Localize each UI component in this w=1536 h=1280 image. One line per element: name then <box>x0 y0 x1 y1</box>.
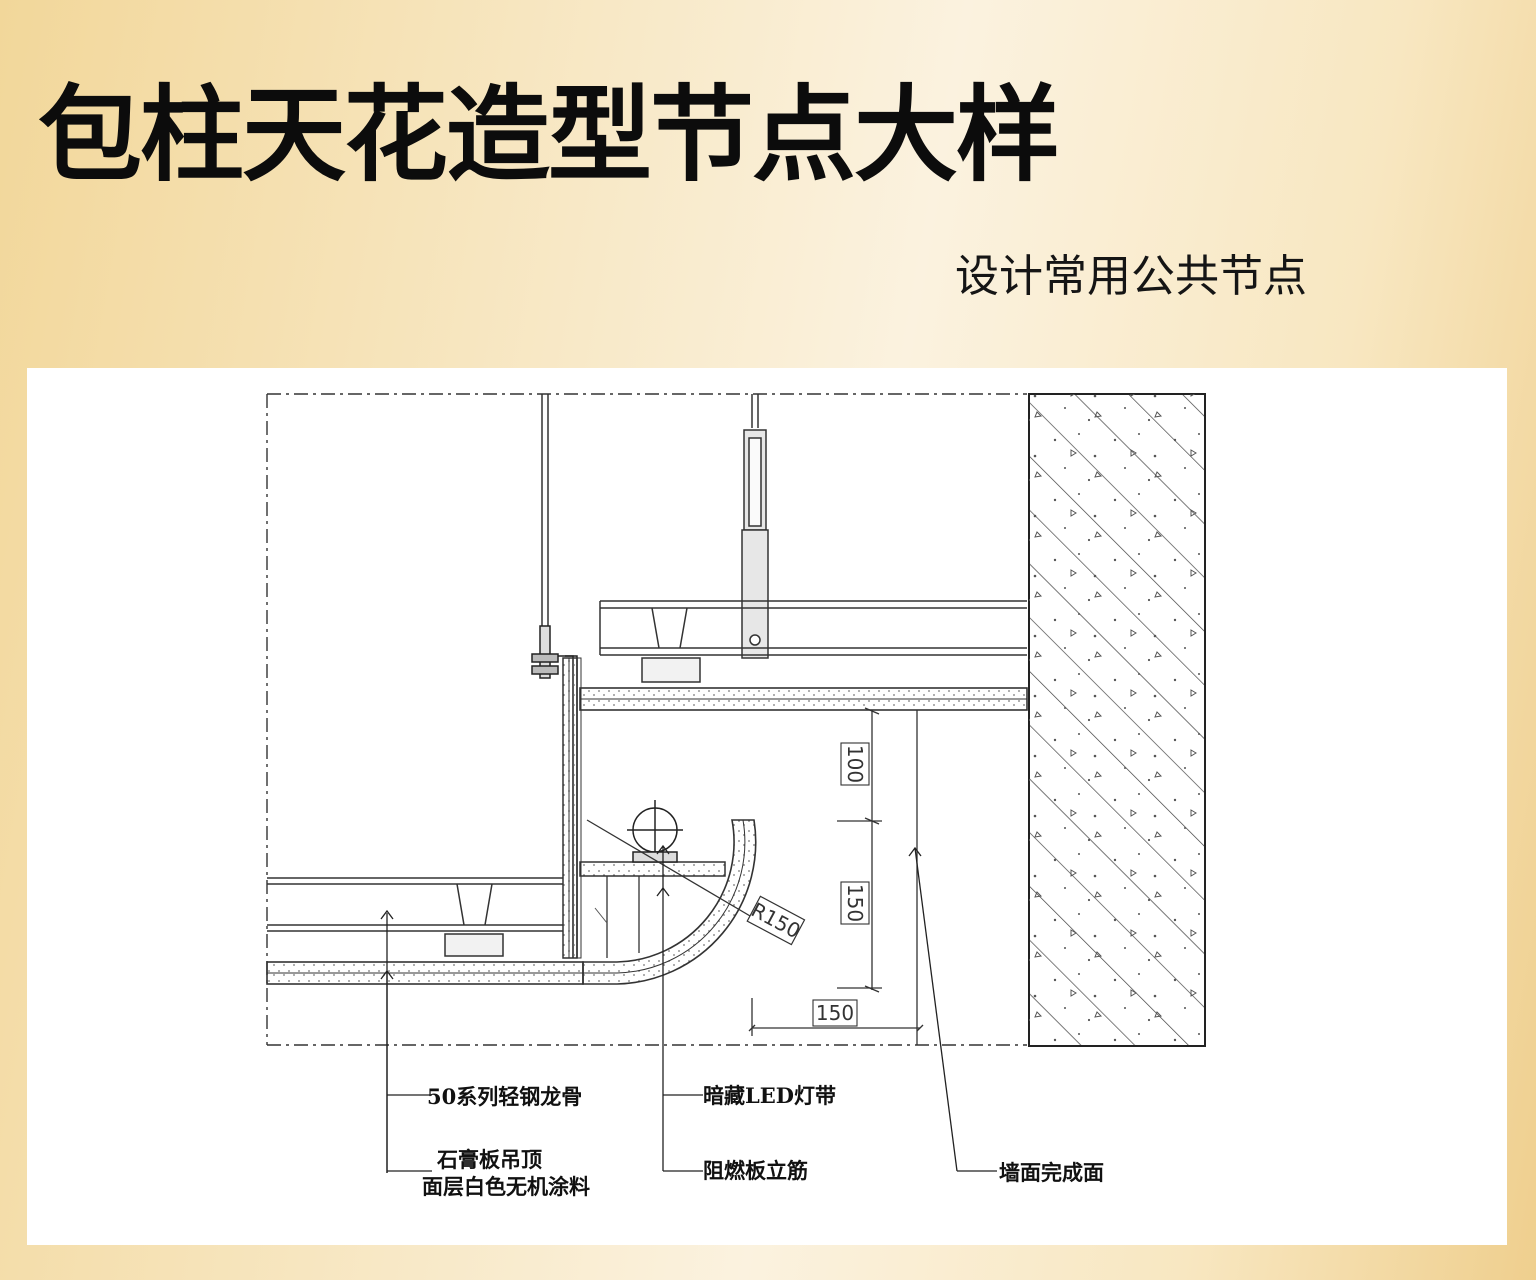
leader-lines <box>380 844 997 1173</box>
radius-callout: R150 <box>586 819 806 946</box>
label-hidden-led: 暗藏LED灯带 <box>703 1083 836 1108</box>
upper-main-runner <box>599 600 1027 683</box>
hanger-rods <box>541 394 759 630</box>
upper-gypsum-board <box>579 687 1028 711</box>
ceiling-node-drawing: R150 100 150 150 <box>266 393 1206 1199</box>
label-wall-finish: 墙面完成面 <box>999 1160 1104 1185</box>
lower-gypsum-board <box>266 819 757 985</box>
page-title: 包柱天花造型节点大样 <box>38 74 1060 196</box>
suspension-hanger <box>741 429 769 659</box>
dim-100-label: 100 <box>843 745 867 783</box>
concrete-wall <box>1028 393 1206 1047</box>
dim-box-150-horizontal: 150 <box>812 999 858 1027</box>
dim-150-vertical-label: 150 <box>843 884 867 922</box>
label-light-steel-keel: 50系列轻钢龙骨 <box>427 1084 582 1109</box>
vertical-dimension <box>837 707 882 993</box>
dim-box-150-vertical: 150 <box>840 881 870 925</box>
horizontal-dimension <box>748 710 924 1045</box>
label-white-coating: 面层白色无机涂料 <box>422 1174 590 1199</box>
vertical-board <box>562 657 582 959</box>
led-fixture <box>627 800 683 863</box>
lower-main-runner <box>267 877 563 957</box>
drawing-panel: R150 100 150 150 <box>27 368 1507 1245</box>
dim-box-100: 100 <box>840 742 870 786</box>
frame-lines <box>266 393 1027 1046</box>
label-fire-board-stud: 阻燃板立筋 <box>703 1158 808 1183</box>
page-subtitle: 设计常用公共节点 <box>955 251 1307 302</box>
label-gypsum-ceiling: 石膏板吊顶 <box>436 1147 542 1172</box>
dim-150-horizontal-label: 150 <box>816 1001 854 1025</box>
